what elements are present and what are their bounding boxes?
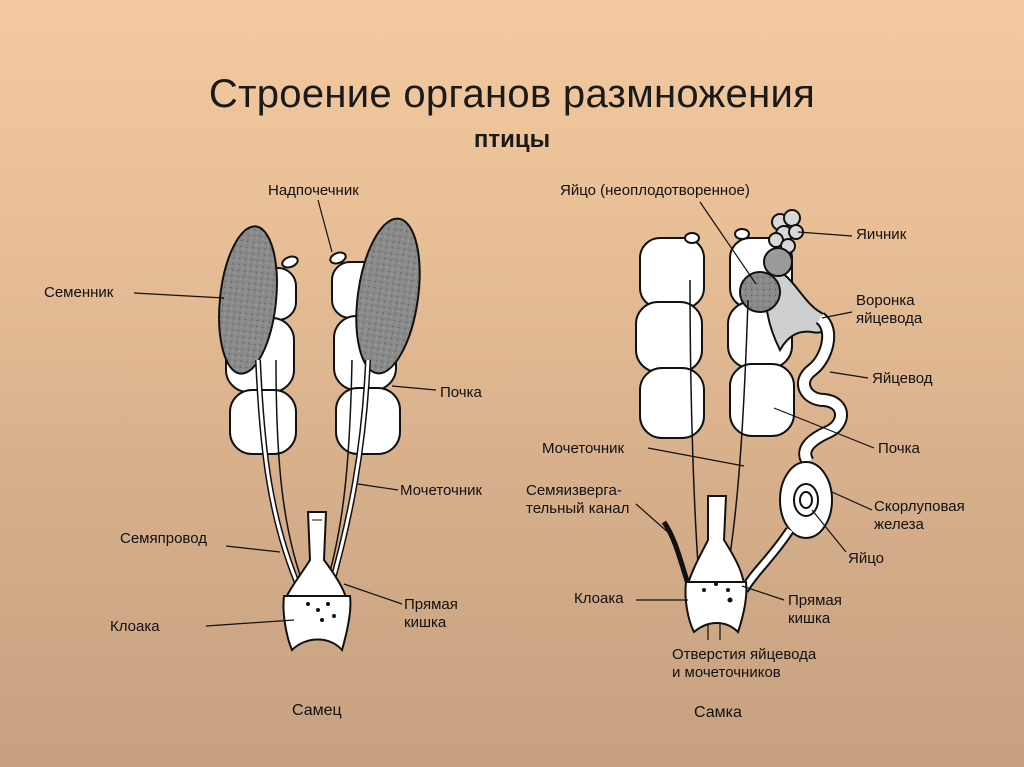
label-female-ovary: Яичник — [856, 226, 907, 243]
female-left-adrenal — [684, 232, 700, 244]
female-leader-lines — [635, 201, 875, 640]
male-cloaca — [282, 595, 352, 653]
label-female-cloaca: Клоака — [574, 590, 624, 607]
female-diagram — [635, 209, 848, 634]
male-leader-lines — [133, 199, 437, 627]
page-subtitle: птицы — [473, 126, 551, 153]
label-female-egg: Яйцо — [848, 550, 884, 567]
female-left-kidney — [635, 237, 705, 439]
male-left-adrenal — [281, 255, 299, 269]
label-male-kidney: Почка — [440, 384, 482, 401]
female-ovary — [768, 209, 804, 254]
label-female-ureter: Мочеточник — [542, 440, 625, 457]
male-left-ureter — [275, 359, 307, 593]
male-diagram — [218, 217, 421, 653]
label-female-unfertilized-egg: Яйцо (неоплодотворенное) — [560, 182, 750, 199]
male-right-testis — [355, 217, 421, 375]
female-ovary-follicle — [763, 247, 793, 277]
female-cloaca — [684, 581, 748, 634]
label-male-testis: Семенник — [44, 284, 114, 301]
label-male-ureter: Мочеточник — [400, 482, 483, 499]
label-female-kidney: Почка — [878, 440, 920, 457]
label-female-shell-gland: Скорлуповая железа — [874, 498, 965, 533]
male-left-testis — [218, 225, 278, 375]
label-female-openings: Отверстия яйцевода и мочеточников — [672, 646, 817, 681]
page-title: Строение органов размножения — [208, 72, 816, 116]
label-female-rectum: Прямая кишка — [788, 592, 842, 627]
female-infundibulum — [764, 268, 830, 353]
female-unfertilized-egg — [739, 271, 781, 313]
label-female-oviduct: Яйцевод — [872, 370, 933, 387]
label-female-infundibulum: Воронка яйцевода — [856, 292, 923, 327]
label-female-ejaculatory-canal: Семяизверга- тельный канал — [526, 482, 630, 517]
label-male-cloaca: Клоака — [110, 618, 160, 635]
female-caption: Самка — [694, 704, 742, 721]
label-male-vas-deferens: Семяпровод — [120, 530, 207, 547]
female-right-adrenal — [734, 228, 750, 240]
male-caption: Самец — [292, 702, 342, 719]
label-male-rectum: Прямая кишка — [404, 596, 458, 631]
female-egg — [793, 483, 819, 517]
male-right-adrenal — [329, 251, 347, 265]
label-male-adrenal: Надпочечник — [268, 182, 359, 199]
